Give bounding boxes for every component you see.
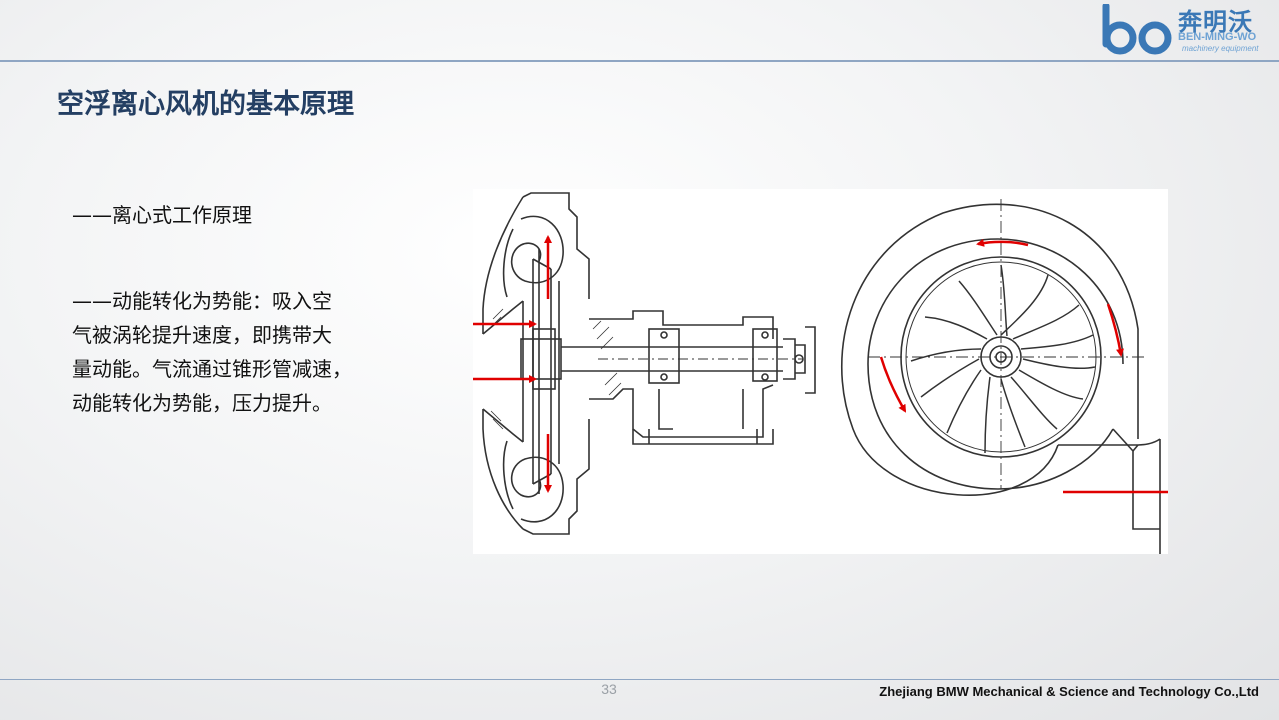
company-logo: 奔明沃 BEN-MING-WO machinery equipment [1098,4,1276,56]
body-line: 动能转化为势能，压力提升。 [72,391,332,415]
footer-divider [0,679,1279,680]
impeller-blades [910,264,1096,454]
blower-diagram-figure [463,189,1181,554]
side-section-drawing [482,192,816,535]
logo-chinese-name: 奔明沃 [1178,8,1253,36]
body-line: ——动能转化为势能：吸入空 [72,289,332,313]
header-divider [0,60,1279,62]
footer-company-name: Zhejiang BMW Mechanical & Science and Te… [879,684,1259,699]
body-line: 气被涡轮提升速度，即携带大 [72,323,332,347]
logo-tagline: machinery equipment [1182,44,1259,53]
body-line: 量动能。气流通过锥形管减速， [72,357,352,381]
logo-english-name: BEN-MING-WO [1178,31,1257,43]
body-paragraph: ——动能转化为势能：吸入空 气被涡轮提升速度，即携带大 量动能。气流通过锥形管减… [72,284,352,420]
rotation-arrow-icon [879,356,907,413]
centrifugal-blower-cross-section-drawing [463,192,1181,554]
page-number: 33 [601,681,617,697]
airflow-arrows [463,235,1181,496]
rotation-arrow-icon [976,238,1029,247]
logo-bo-icon [1102,4,1172,55]
rotation-arrow-icon [1106,303,1124,357]
slide-title: 空浮离心风机的基本原理 [57,89,354,120]
section-subheading: ——离心式工作原理 [72,203,252,227]
front-view-drawing [840,199,1161,554]
